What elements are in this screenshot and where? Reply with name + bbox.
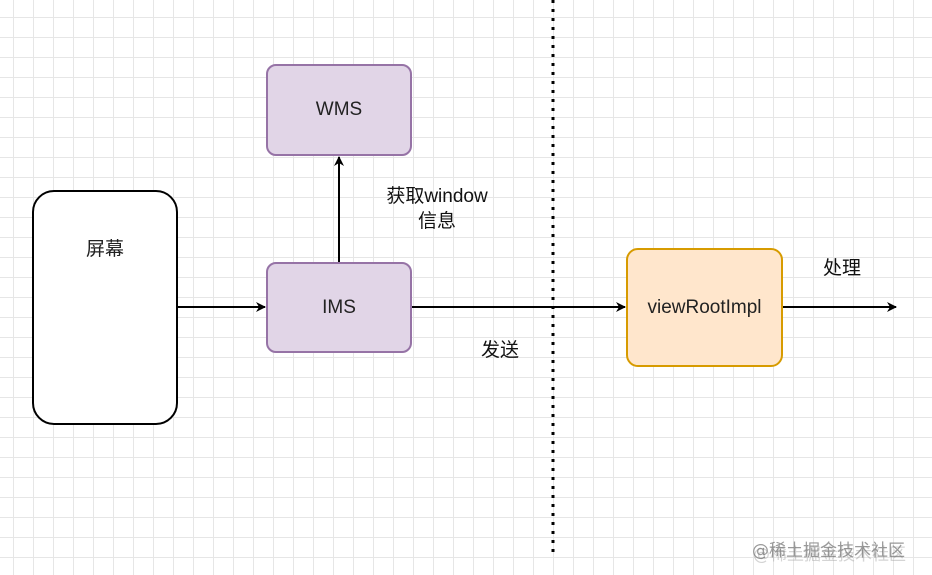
edge-label-get-window-info-line2: 信息: [417, 211, 456, 232]
edge-label-send: 发送: [470, 338, 530, 363]
watermark-text: @稀土掘金技术社区: [752, 541, 905, 561]
screen-node: 屏幕: [32, 190, 178, 425]
wms-node-label: WMS: [315, 99, 363, 120]
edge-label-get-window-info: 获取window 信息: [370, 184, 504, 234]
edge-label-get-window-info-line1: 获取window: [386, 186, 488, 207]
viewrootimpl-node-label: viewRootImpl: [647, 296, 762, 318]
screen-node-label: 屏幕: [85, 239, 124, 260]
wms-node: WMS: [266, 64, 412, 156]
viewrootimpl-node: viewRootImpl: [626, 248, 783, 367]
ims-node: IMS: [266, 262, 412, 353]
edge-label-send-text: 发送: [480, 340, 519, 361]
edge-label-process: 处理: [812, 256, 872, 281]
ims-node-label: IMS: [322, 296, 356, 318]
edge-label-process-text: 处理: [822, 258, 861, 279]
